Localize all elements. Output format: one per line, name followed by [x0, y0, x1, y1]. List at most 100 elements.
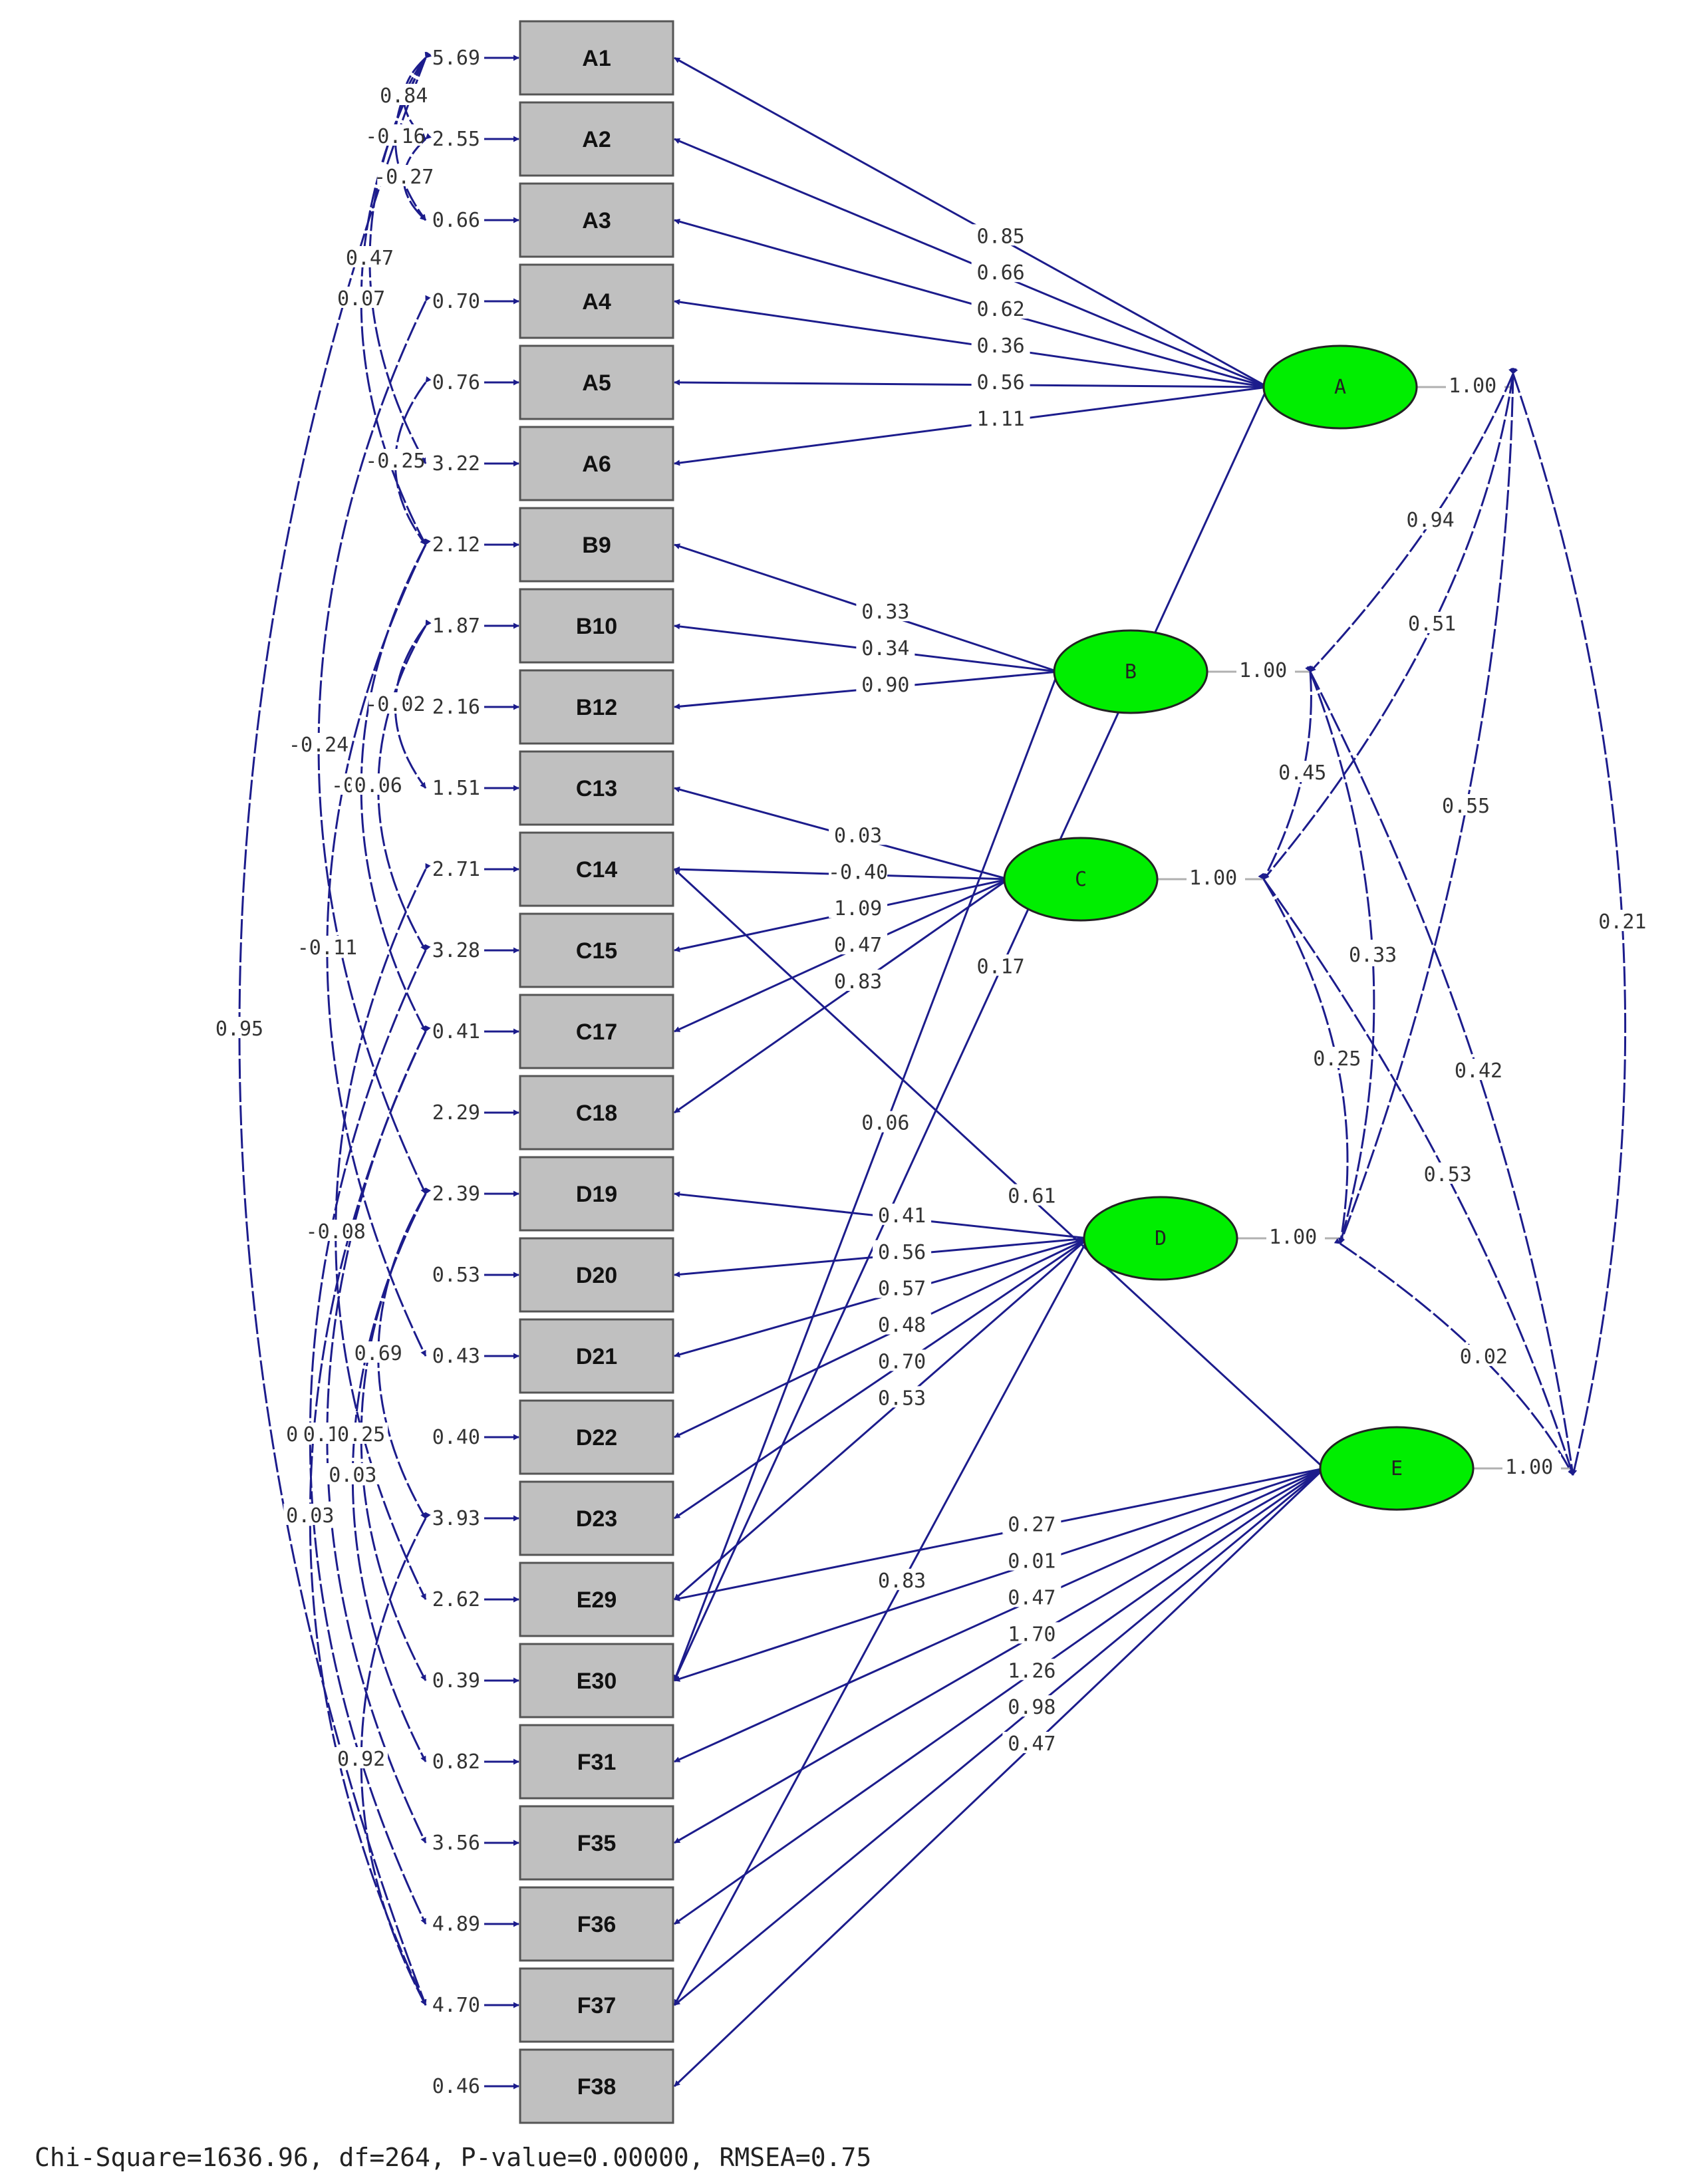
observed-label: D20 — [576, 1263, 617, 1288]
observed-f38: F38 — [519, 2048, 674, 2124]
loading-a-a2 — [674, 138, 1268, 388]
loading-value: 0.53 — [878, 1387, 926, 1410]
error-variance-f31: 0.82 — [432, 1750, 480, 1774]
loading-a-a3 — [674, 218, 1268, 388]
error-covariance-value: -0.08 — [306, 1220, 366, 1244]
error-covariance-value: 0.95 — [215, 1018, 263, 1041]
observed-b12: B12 — [519, 669, 674, 745]
observed-label: D23 — [576, 1506, 617, 1532]
loading-e-f31 — [674, 1467, 1325, 1763]
loading-value: 0.66 — [976, 261, 1024, 285]
error-variance-f37: 4.70 — [432, 1994, 480, 2017]
loading-a-a4 — [674, 299, 1268, 388]
latent-label: B — [1125, 660, 1137, 684]
loading-value: 0.83 — [878, 1570, 926, 1593]
error-variance-b9: 2.12 — [432, 533, 480, 557]
error-covariance-value: -0.27 — [374, 166, 434, 189]
observed-label: E29 — [577, 1587, 617, 1613]
loading-value: 0.06 — [861, 1112, 909, 1135]
loading-value: 0.85 — [976, 225, 1024, 248]
error-covariance-a4-d19 — [317, 295, 431, 1194]
error-variance-d21: 0.43 — [432, 1345, 480, 1368]
error-covariance-value: -0.24 — [289, 734, 349, 757]
error-covariance-value: 0.69 — [354, 1342, 402, 1365]
error-covariance-value: -0.25 — [365, 450, 425, 473]
loading-value: 0.33 — [861, 601, 909, 624]
error-covariance-value: 0.84 — [380, 84, 428, 108]
loading-d-f37 — [673, 1238, 1089, 2006]
observed-e30: E30 — [519, 1643, 674, 1718]
factor-correlation-c-e — [1258, 873, 1574, 1476]
observed-f37: F37 — [519, 1967, 674, 2043]
observed-label: A2 — [582, 127, 611, 152]
loading-value: 0.41 — [878, 1204, 926, 1228]
observed-label: E30 — [577, 1669, 617, 1694]
observed-label: F35 — [577, 1831, 617, 1856]
factor-correlation-value: 0.42 — [1455, 1059, 1502, 1083]
observed-c15: C15 — [519, 912, 674, 988]
loading-e-c14 — [673, 868, 1326, 1470]
loading-value: 0.47 — [834, 934, 882, 957]
observed-label: D22 — [576, 1425, 617, 1450]
loading-d-e29 — [674, 1237, 1089, 1601]
factor-correlation-value: 0.53 — [1424, 1163, 1472, 1186]
loading-a-e30 — [673, 386, 1269, 1681]
observed-d21: D21 — [519, 1318, 674, 1394]
error-variance-c18: 2.29 — [432, 1101, 480, 1125]
loading-e-f35 — [674, 1467, 1325, 1844]
error-covariance-value: 0.06 — [354, 774, 402, 797]
loading-value: 0.83 — [834, 970, 882, 994]
loading-value: 1.11 — [976, 408, 1024, 431]
observed-label: F38 — [577, 2074, 617, 2100]
coefficient-label-layer: 5.692.550.660.700.763.222.121.872.161.51… — [213, 47, 1646, 2098]
loading-value: 0.47 — [1008, 1732, 1056, 1756]
latent-c: C — [1003, 837, 1159, 922]
error-covariance-value: 0.07 — [337, 287, 385, 311]
error-covariance-value: -0.16 — [365, 125, 425, 148]
error-variance-a2: 2.55 — [432, 128, 480, 151]
observed-label: C15 — [576, 938, 617, 964]
loading-e-f38 — [673, 1467, 1326, 2088]
loading-layer — [673, 57, 1326, 2088]
loading-value: 0.36 — [976, 335, 1024, 358]
loading-value: 0.61 — [1008, 1185, 1056, 1208]
loading-e-e29 — [674, 1467, 1325, 1601]
observed-c14: C14 — [519, 831, 674, 907]
observed-d23: D23 — [519, 1480, 674, 1556]
observed-label: D21 — [576, 1344, 617, 1369]
loading-value: 0.17 — [976, 955, 1024, 978]
loading-e-e30 — [674, 1467, 1325, 1682]
loading-c-c18 — [674, 878, 1009, 1114]
loading-value: 0.48 — [878, 1314, 926, 1337]
observed-label: C14 — [576, 857, 617, 883]
factor-correlation-layer — [1157, 367, 1627, 1476]
loading-e-f36 — [674, 1467, 1325, 1925]
error-variance-e30: 0.39 — [432, 1669, 480, 1693]
factor-correlation-value: 0.02 — [1460, 1345, 1508, 1369]
error-variance-c14: 2.71 — [432, 858, 480, 881]
error-covariance-value: 0.47 — [346, 247, 394, 270]
observed-e29: E29 — [519, 1562, 674, 1637]
loading-value: 0.57 — [878, 1278, 926, 1301]
error-variance-a4: 0.70 — [432, 290, 480, 313]
latent-variance-c: 1.00 — [1189, 867, 1237, 890]
loading-a-a5 — [674, 379, 1268, 388]
latent-e: E — [1319, 1426, 1475, 1511]
observed-a5: A5 — [519, 344, 674, 420]
loading-d-d22 — [674, 1237, 1089, 1438]
loading-value: 0.27 — [1008, 1514, 1056, 1537]
error-variance-e29: 2.62 — [432, 1588, 480, 1611]
observed-f31: F31 — [519, 1724, 674, 1800]
latent-variance-b: 1.00 — [1239, 659, 1287, 682]
error-variance-b10: 1.87 — [432, 614, 480, 638]
error-variance-d20: 0.53 — [432, 1264, 480, 1287]
loading-value: 1.09 — [834, 897, 882, 920]
latent-label: C — [1075, 868, 1087, 891]
loading-c-c17 — [674, 878, 1009, 1033]
observed-label: D19 — [576, 1182, 617, 1207]
loading-value: -0.40 — [828, 861, 888, 884]
loading-d-d23 — [674, 1237, 1089, 1520]
observed-b10: B10 — [519, 588, 674, 664]
observed-label: A4 — [582, 289, 611, 315]
